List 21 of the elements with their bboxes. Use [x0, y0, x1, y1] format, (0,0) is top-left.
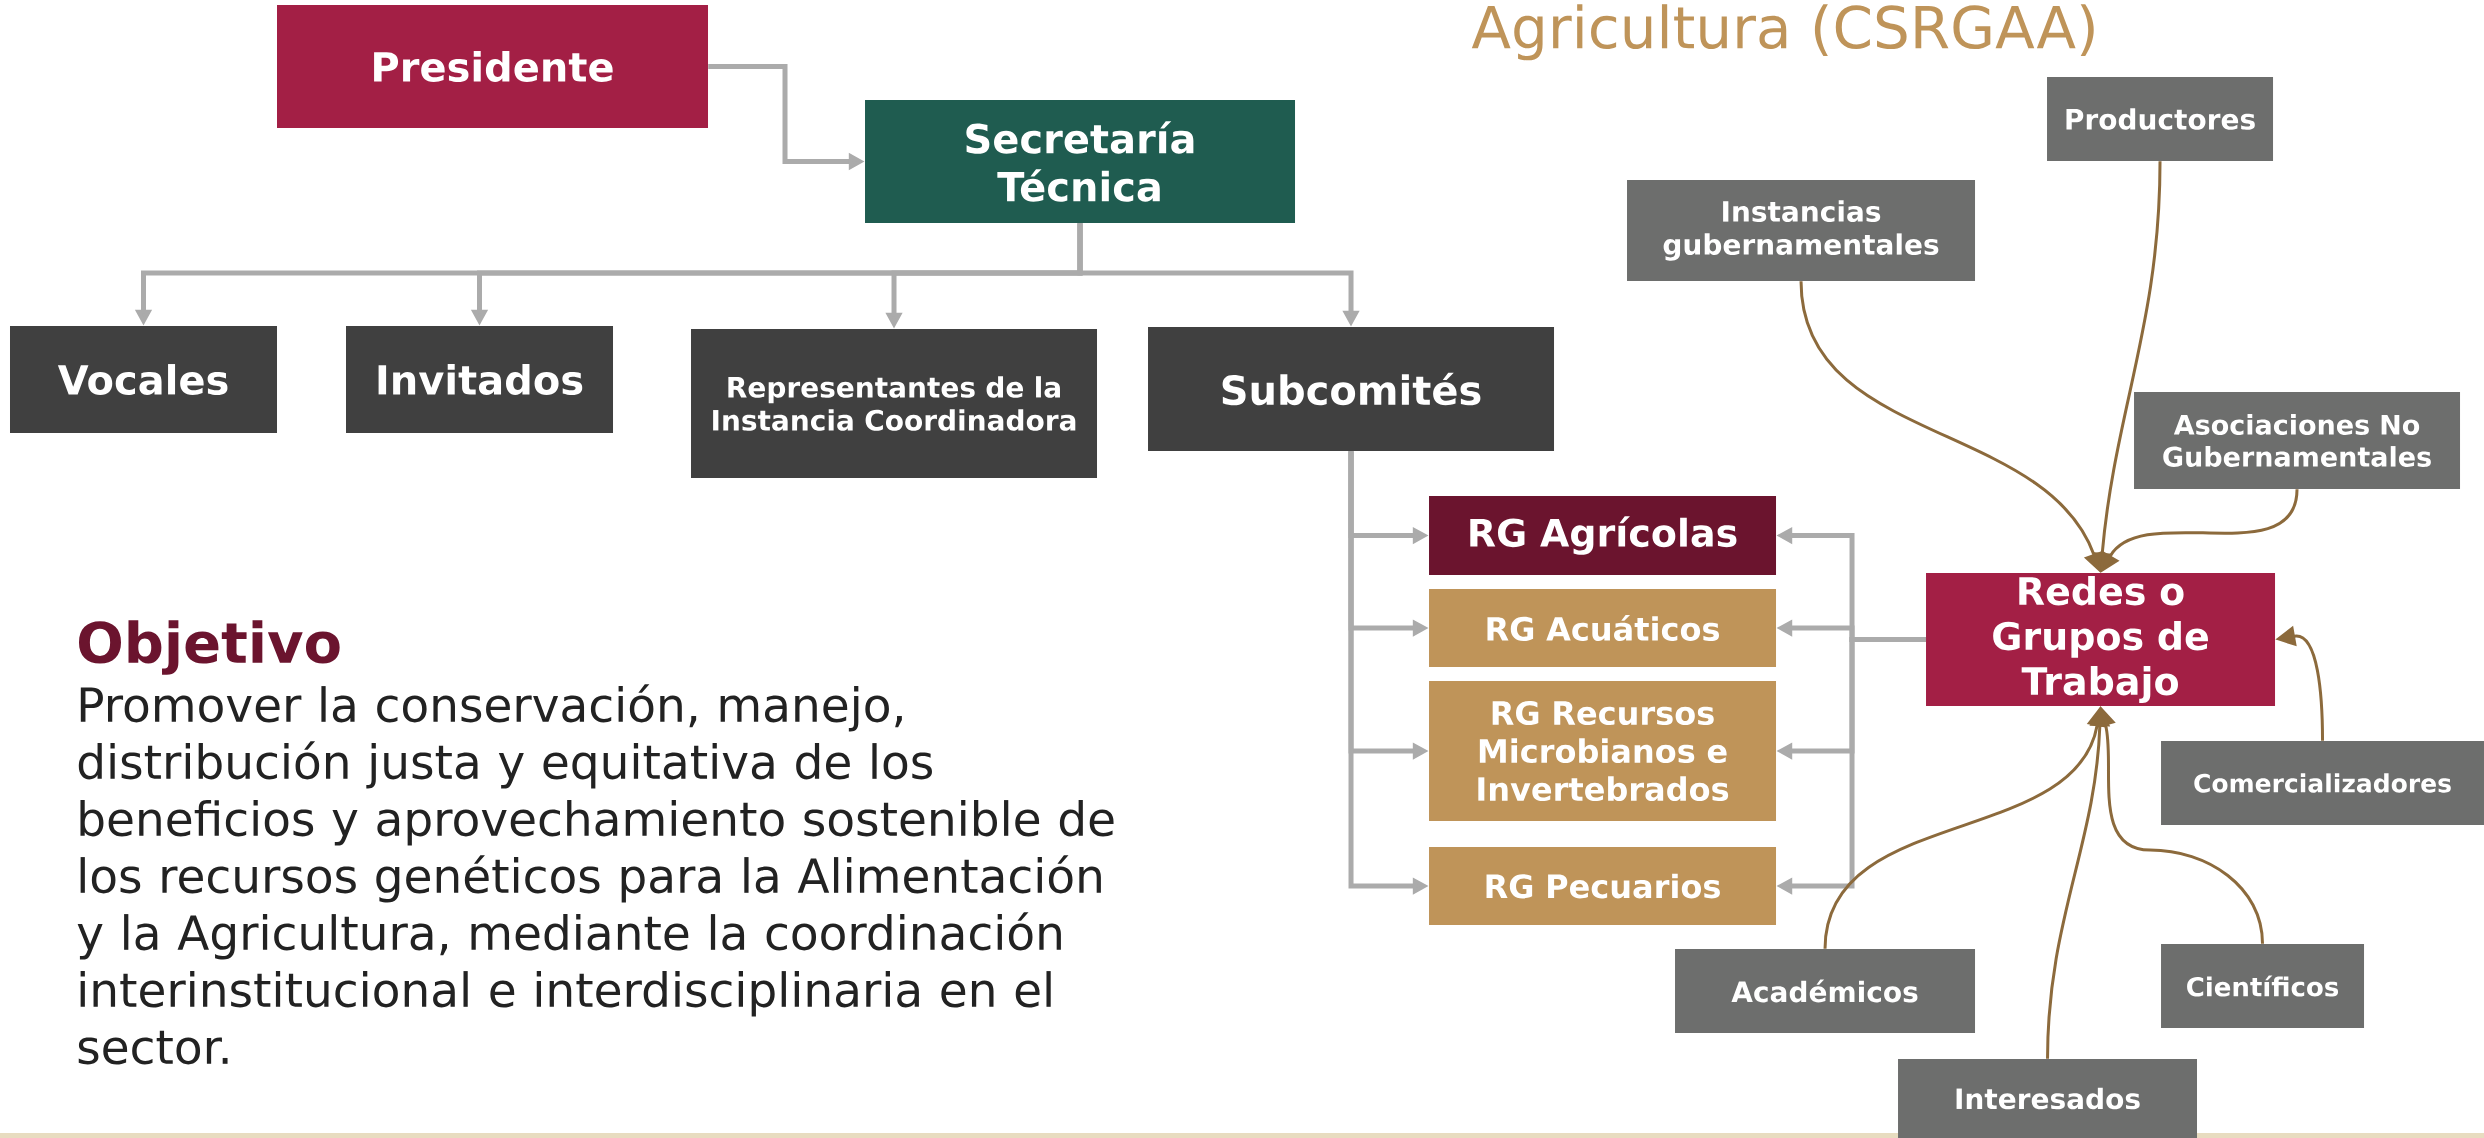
org-box: RG Agrícolas: [1429, 496, 1776, 575]
org-box: Redes o Grupos de Trabajo: [1926, 573, 2276, 706]
org-box: RG Pecuarios: [1429, 847, 1776, 925]
org-box: Académicos: [1675, 949, 1976, 1033]
org-box: Comercializadores: [2161, 741, 2484, 825]
title: Agricultura (CSRGAA): [1471, 4, 2094, 61]
objective-paragraph: Promover la conservación, manejo, distribución justa y equitativa de los beneficios y aprovechamiento sostenible de los recursos genéticos para la Alimentación y la Agricultura, mediante la coordinación interinstitucional e interdisciplinaria en el sector.: [77, 684, 1114, 1065]
org-box: Interesados: [1898, 1059, 2198, 1138]
org-box: Invitados: [346, 326, 613, 433]
section-heading: Objetivo: [79, 620, 340, 675]
org-box: Productores: [2047, 77, 2274, 161]
org-box: RG Recursos Microbianos e Invertebrados: [1429, 681, 1776, 821]
org-box: Representantes de la Instancia Coordinadora: [691, 329, 1097, 478]
org-box: RG Acuáticos: [1429, 589, 1776, 667]
org-box: Asociaciones No Gubernamentales: [2134, 392, 2461, 489]
org-box: Secretaría Técnica: [865, 100, 1295, 223]
org-box: Instancias gubernamentales: [1627, 180, 1976, 281]
org-box: Científicos: [2161, 944, 2365, 1028]
org-box: Subcomités: [1148, 327, 1554, 451]
org-box: Vocales: [10, 326, 277, 433]
org-box: Presidente: [277, 5, 708, 128]
